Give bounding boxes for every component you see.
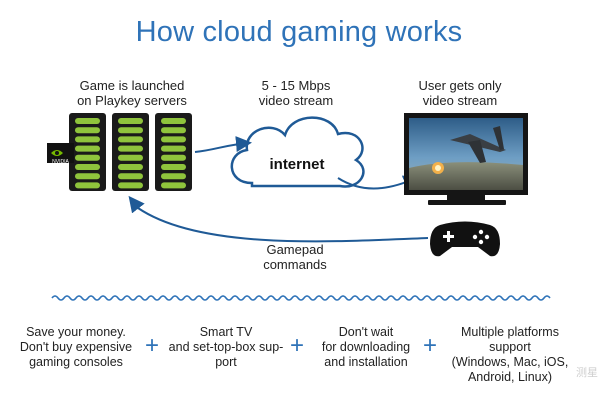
stream-label: 5 - 15 Mbps video stream [258,78,334,108]
gamepad-label: Gamepad commands [263,242,327,272]
watermark: 测星 [576,367,598,379]
benefit-no-download: Don't wait for downloading and installat… [321,325,411,369]
server-slot [161,118,186,124]
plus-separator: + [290,332,305,359]
cloud-icon [230,116,365,188]
gamepad-icon [430,221,500,257]
benefit-multi-platform: Multiple platforms support (Windows, Mac… [451,325,569,384]
server-slot [161,182,186,189]
server-slot [118,127,143,134]
server-slot [118,145,143,152]
nvidia-logo-label: NVIDIA [52,159,69,165]
server-slot [118,182,143,189]
server-slot [161,136,186,143]
server-slot [118,173,143,180]
wavy-divider [51,295,551,301]
server-slot [75,127,100,134]
server-slot [75,154,100,161]
user-label: User gets only video stream [418,78,502,108]
server-slot [75,145,100,152]
plus-separator: + [423,332,438,359]
server-slot [118,118,143,124]
server-slot [75,136,100,143]
server-slot [75,164,100,170]
cloud-label: internet [269,156,325,173]
server-slot [75,173,100,180]
server-slot [161,173,186,180]
arrow-gamepad-to-servers [128,195,429,243]
server-slot [161,164,186,170]
server-slot [75,182,100,189]
server-slot [161,154,186,161]
arrow-servers-to-cloud [194,136,252,153]
server-slot [118,136,143,143]
benefit-save-money: Save your money. Don't buy expensive gam… [19,325,133,369]
server-slot [161,145,186,152]
server-slot [161,127,186,134]
server-racks [69,113,192,191]
page-title: How cloud gaming works [135,16,463,48]
server-slot [118,154,143,161]
tv-screen [404,113,528,205]
nvidia-logo-icon [47,143,74,163]
benefit-smart-tv: Smart TV and set-top-box sup- port [168,325,284,369]
server-slot [118,164,143,170]
servers-label: Game is launched on Playkey servers [77,78,187,108]
server-slot [75,118,100,124]
plus-separator: + [145,332,160,359]
